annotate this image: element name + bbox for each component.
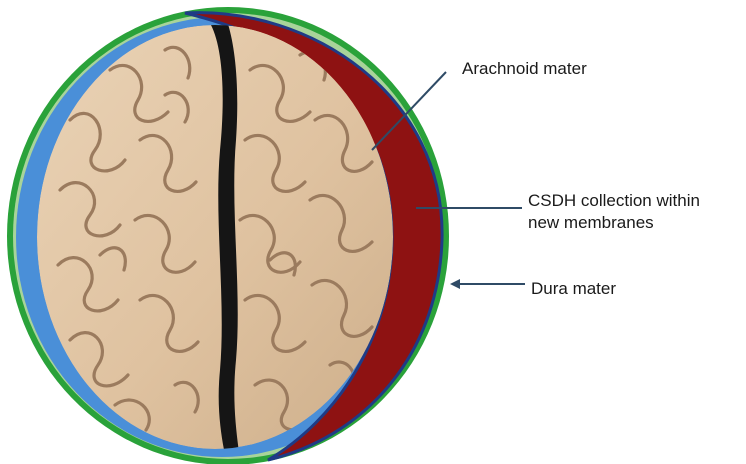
csdh-label-line-1: CSDH collection within: [528, 190, 700, 212]
dura-mater-label: Dura mater: [531, 278, 616, 300]
dura-pointer-arrowhead: [450, 279, 460, 289]
arachnoid-mater-label: Arachnoid mater: [462, 58, 587, 80]
csdh-label-line-2: new membranes: [528, 212, 654, 234]
